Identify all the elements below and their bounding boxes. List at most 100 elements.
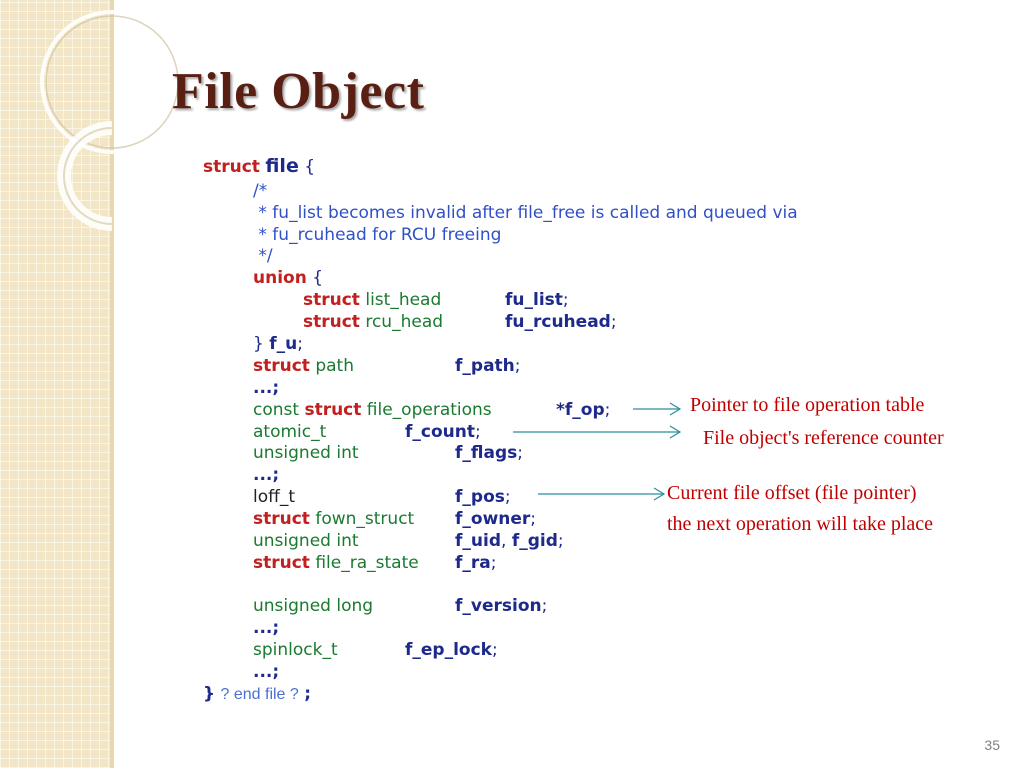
- semicolon: ;: [490, 553, 497, 573]
- annotation-f-count: File object's reference counter: [703, 427, 944, 449]
- type: fown_struct: [315, 509, 415, 529]
- code-line-f-count: atomic_t: [253, 422, 326, 442]
- code-line-f-uid: unsigned int: [253, 531, 359, 551]
- field-name: f_ra: [455, 553, 491, 573]
- type: spinlock_t: [253, 640, 338, 660]
- annotation-f-op: Pointer to file operation table: [690, 394, 925, 416]
- semicolon: ;: [474, 422, 481, 442]
- keyword: struct: [203, 157, 260, 177]
- code-field-f-flags: f_flags;: [455, 443, 523, 463]
- keyword: struct: [304, 400, 362, 420]
- code-field-f-op: *f_op;: [556, 400, 610, 420]
- annotation-f-pos-line2: the next operation will take place: [667, 513, 934, 535]
- decorative-circles: [40, 10, 184, 231]
- ellipsis-line: ...;: [253, 378, 280, 398]
- brace: }: [253, 334, 264, 354]
- field-name: *f_op: [556, 400, 605, 420]
- semicolon: ;: [304, 684, 312, 704]
- code-field-f-ep-lock: f_ep_lock;: [405, 640, 498, 660]
- code-field-fu-list: fu_list;: [505, 290, 569, 310]
- semicolon: ;: [504, 487, 511, 507]
- code-line-end-file: } ? end file ? ;: [203, 684, 311, 704]
- keyword: struct: [303, 312, 360, 332]
- comment-line: * fu_list becomes invalid after file_fre…: [253, 203, 798, 223]
- code-line-f-ep-lock: spinlock_t: [253, 640, 338, 660]
- semicolon: ;: [514, 356, 521, 376]
- field-name: f_u: [269, 334, 298, 354]
- field-name: f_gid: [511, 531, 558, 551]
- keyword: union: [253, 268, 307, 288]
- ellipsis-line: ...;: [253, 618, 280, 638]
- ellipsis-line: ...;: [253, 662, 280, 682]
- field-name: f_ep_lock: [405, 640, 492, 660]
- type: atomic_t: [253, 422, 327, 442]
- semicolon: ;: [517, 443, 523, 463]
- code-field-f-pos: f_pos;: [455, 487, 511, 507]
- field-name: f_version: [455, 596, 542, 616]
- semicolon: ;: [491, 640, 498, 660]
- code-line-f-ra: struct file_ra_state: [253, 553, 419, 573]
- struct-name: file: [265, 155, 299, 177]
- code-line-f-u: } f_u;: [253, 334, 303, 354]
- field-name: f_count: [405, 422, 475, 442]
- comment-line: * fu_rcuhead for RCU freeing: [253, 225, 502, 245]
- field-name: f_flags: [455, 443, 518, 463]
- code-field-f-uid-gid: f_uid, f_gid;: [455, 531, 564, 551]
- field-name: f_owner: [455, 509, 531, 529]
- field-name: f_pos: [455, 487, 505, 507]
- semicolon: ;: [541, 596, 548, 616]
- page-number: 35: [984, 737, 1000, 753]
- code-line-f-pos: loff_t: [253, 487, 295, 507]
- keyword: struct: [253, 356, 310, 376]
- code-field-f-ra: f_ra;: [455, 553, 497, 573]
- type: file_operations: [366, 400, 492, 420]
- code-field-f-count: f_count;: [405, 422, 481, 442]
- slide-title: File Object: [172, 63, 425, 120]
- qualifier: const: [253, 400, 300, 420]
- field-name: f_path: [455, 356, 515, 376]
- comment-line: /*: [253, 181, 268, 201]
- keyword: struct: [253, 553, 310, 573]
- side-panel-edge: [110, 0, 114, 768]
- ellipsis-line: ...;: [253, 465, 280, 485]
- brace: {: [312, 268, 324, 288]
- semicolon: ;: [297, 334, 303, 354]
- annotation-f-pos-line1: Current file offset (file pointer): [667, 482, 917, 504]
- type: list_head: [365, 290, 442, 310]
- type: path: [315, 356, 354, 376]
- brace: {: [304, 157, 316, 177]
- type: rcu_head: [365, 312, 444, 332]
- type: unsigned int: [253, 531, 359, 551]
- code-line-f-owner: struct fown_struct: [253, 509, 414, 529]
- keyword: struct: [303, 290, 360, 310]
- code-line-fu-list: struct list_head: [303, 290, 441, 310]
- type: unsigned long: [253, 596, 374, 616]
- code-field-f-version: f_version;: [455, 596, 547, 616]
- comment-line: */: [253, 246, 273, 266]
- code-line-struct-file: struct file {: [203, 155, 316, 177]
- code-field-f-owner: f_owner;: [455, 509, 536, 529]
- field-name: fu_list: [505, 290, 563, 310]
- semicolon: ;: [610, 312, 617, 332]
- code-field-f-path: f_path;: [455, 356, 521, 376]
- code-line-f-op: const struct file_operations: [253, 400, 492, 420]
- comma: ,: [501, 531, 507, 551]
- code-line-fu-rcuhead: struct rcu_head: [303, 312, 443, 332]
- code-line-f-flags: unsigned int: [253, 443, 359, 463]
- type: loff_t: [253, 487, 296, 507]
- end-comment: ? end file ?: [220, 686, 299, 703]
- type: file_ra_state: [315, 553, 419, 573]
- type: unsigned int: [253, 443, 359, 463]
- semicolon: ;: [530, 509, 537, 529]
- keyword: struct: [253, 509, 310, 529]
- field-name: fu_rcuhead: [505, 312, 611, 332]
- code-line-union: union {: [253, 268, 323, 288]
- code-field-fu-rcuhead: fu_rcuhead;: [505, 312, 617, 332]
- semicolon: ;: [557, 531, 564, 551]
- brace: }: [203, 684, 216, 704]
- code-line-f-version: unsigned long: [253, 596, 373, 616]
- semicolon: ;: [604, 400, 611, 420]
- field-name: f_uid: [455, 531, 501, 551]
- semicolon: ;: [562, 290, 569, 310]
